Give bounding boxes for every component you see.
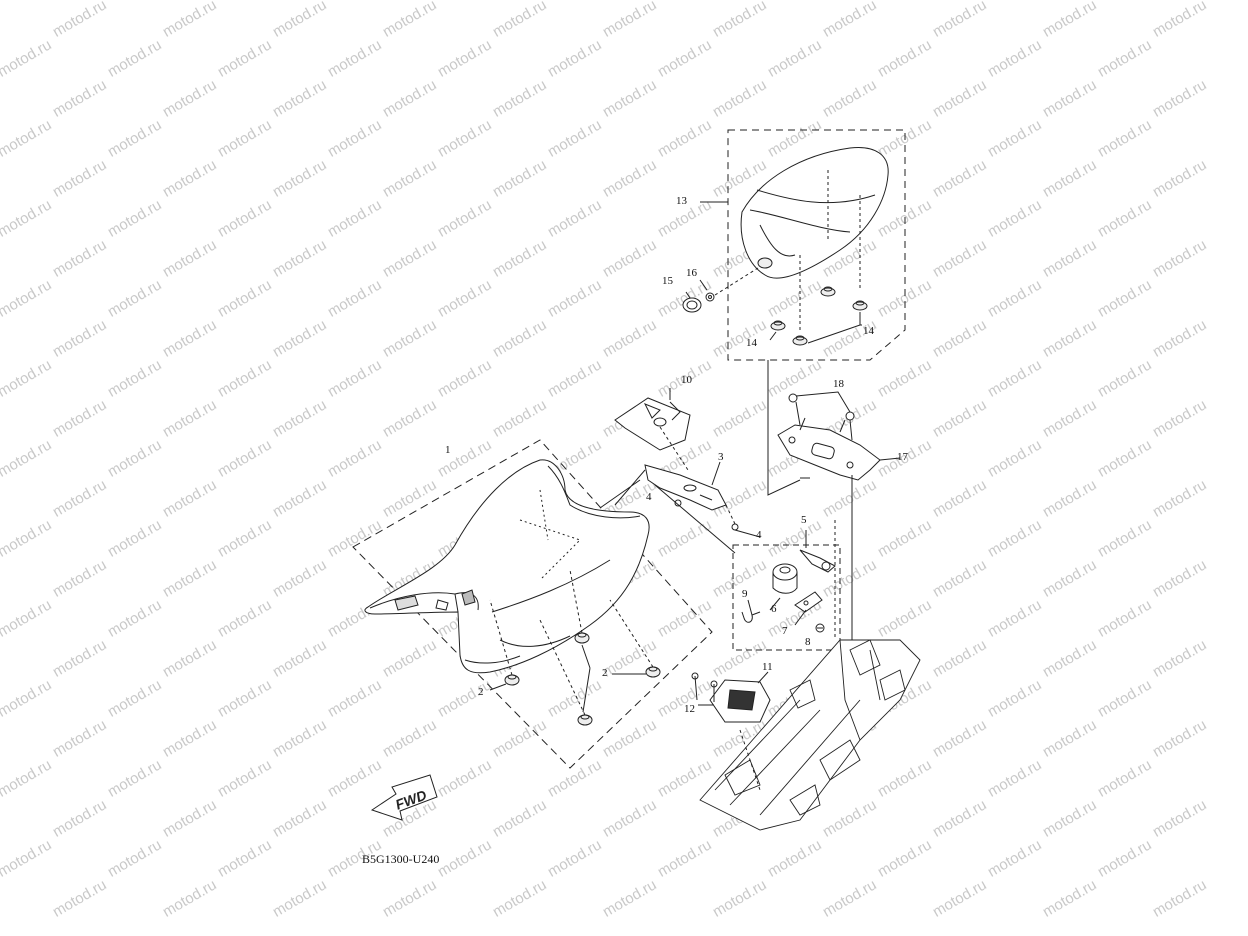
seat-bracket-17[interactable] <box>777 417 881 481</box>
seat-damper[interactable] <box>577 714 593 726</box>
callout-5: 5 <box>801 514 807 526</box>
bracket-3[interactable] <box>644 464 727 511</box>
callout-17: 17 <box>897 451 908 463</box>
bolt-18[interactable] <box>845 411 855 421</box>
bolt-4[interactable] <box>731 523 739 531</box>
seat-link-lines <box>599 469 646 509</box>
callout-1: 1 <box>445 444 451 456</box>
diagram-code: B5G1300-U240 <box>362 852 440 866</box>
rider-seat[interactable] <box>364 459 650 674</box>
guide-3-lock <box>654 484 736 554</box>
guide-4 <box>725 504 736 525</box>
lock-plate-6[interactable] <box>794 591 823 613</box>
seat-damper-14[interactable] <box>792 335 808 346</box>
damper-leader-lines <box>489 644 646 713</box>
callout-18: 18 <box>833 378 844 390</box>
guide-11 <box>739 729 761 791</box>
bolt-4[interactable] <box>674 499 682 507</box>
callout-2: 2 <box>478 686 484 698</box>
callout-2: 2 <box>602 667 608 679</box>
leader-18 <box>795 391 853 441</box>
lock-group-boundary <box>732 544 841 651</box>
callout-12: 12 <box>684 703 695 715</box>
callout-8: 8 <box>805 636 811 648</box>
leader-7 <box>794 609 807 626</box>
callout-4: 4 <box>646 491 652 503</box>
leader-16 <box>699 279 708 291</box>
leader-14a <box>769 331 777 341</box>
callout-11: 11 <box>762 661 773 673</box>
guide-10 <box>659 426 689 471</box>
leader-15 <box>685 291 691 299</box>
leader-3 <box>711 461 721 486</box>
nut-16[interactable] <box>705 292 715 302</box>
callout-4: 4 <box>756 529 762 541</box>
seat-damper[interactable] <box>645 666 661 678</box>
passenger-seat[interactable] <box>740 146 889 330</box>
cover-11[interactable] <box>709 679 771 723</box>
connect-lines <box>767 360 853 660</box>
seat-damper[interactable] <box>504 674 520 686</box>
rear-frame <box>699 639 921 831</box>
callout-13: 13 <box>676 195 687 207</box>
leader-4b <box>734 529 761 538</box>
callout-6: 6 <box>771 603 777 615</box>
passenger-seat-group-boundary <box>727 129 906 361</box>
seat-damper-14[interactable] <box>852 300 868 311</box>
callout-10: 10 <box>681 374 692 386</box>
leader-12 <box>694 675 715 706</box>
seat-damper[interactable] <box>574 632 590 644</box>
callout-7: 7 <box>782 625 788 637</box>
callout-16: 16 <box>686 267 697 279</box>
key[interactable] <box>799 549 836 573</box>
callout-15: 15 <box>662 275 673 287</box>
damper-guide-lines <box>489 569 654 716</box>
seat-lock-cylinder[interactable] <box>772 563 798 594</box>
bracket-10[interactable] <box>614 397 691 451</box>
rider-seat-group-boundary <box>352 439 713 769</box>
callout-14: 14 <box>746 337 757 349</box>
callout-3: 3 <box>718 451 724 463</box>
bolt-18[interactable] <box>788 393 798 403</box>
leader-17 <box>879 457 901 461</box>
leader-14b <box>807 312 862 344</box>
callout-14: 14 <box>863 325 874 337</box>
lock-bush-15[interactable] <box>682 297 702 313</box>
callout-9: 9 <box>742 588 748 600</box>
guide-15 <box>714 267 759 296</box>
seat-damper-14[interactable] <box>820 286 836 297</box>
screw-8[interactable] <box>815 623 825 633</box>
leader-6 <box>769 597 781 611</box>
clip-9[interactable] <box>741 599 761 623</box>
seat-damper-14[interactable] <box>770 320 786 331</box>
forward-arrow: FWD <box>370 774 438 821</box>
leader-11 <box>757 671 769 684</box>
